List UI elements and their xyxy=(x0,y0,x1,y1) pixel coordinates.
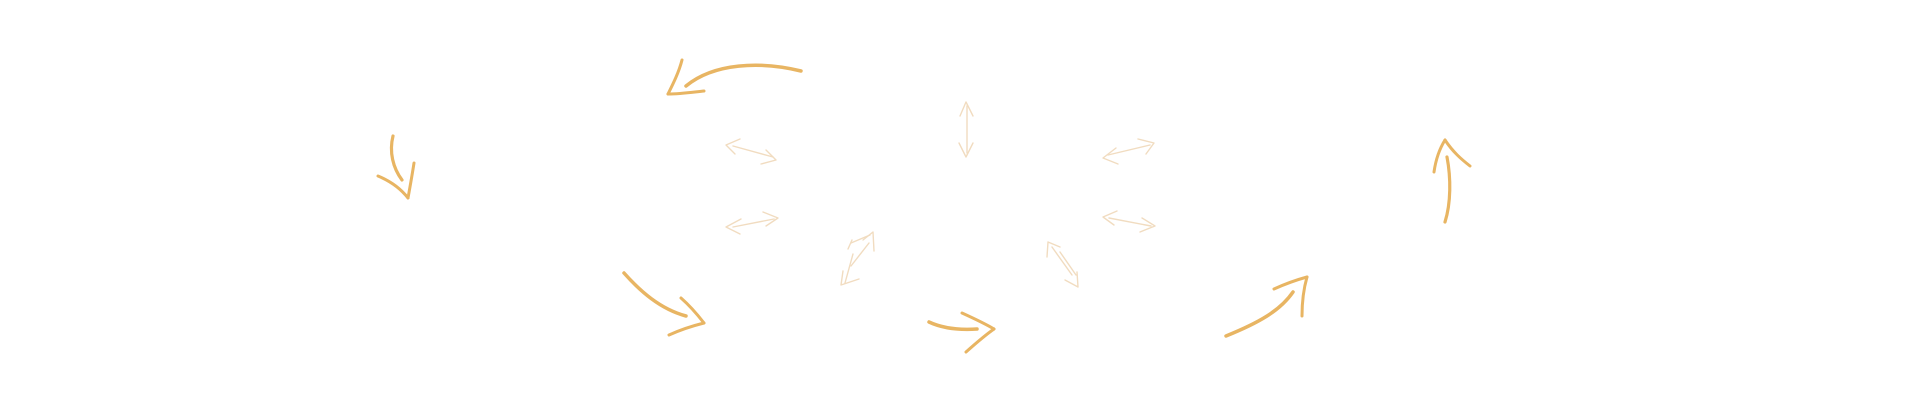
cycle-arrows-group xyxy=(376,58,1472,354)
cycle-arrow-right-up-icon xyxy=(1432,138,1472,224)
connector-upper-left-icon xyxy=(725,138,777,165)
connector-upper-right-icon xyxy=(1102,138,1155,165)
connector-arrows-group xyxy=(725,101,1156,288)
cycle-arrow-bottom-right-icon xyxy=(1224,275,1309,338)
connector-top-center-icon xyxy=(958,101,974,158)
connector-lower-left-icon xyxy=(840,231,875,286)
connector-middle-left-icon xyxy=(725,211,779,235)
connector-middle-right-icon xyxy=(1102,210,1156,233)
cycle-arrow-bottom-left-icon xyxy=(622,271,706,337)
cycle-arrow-bottom-center-icon xyxy=(927,311,996,354)
connector-lower-right-icon xyxy=(1046,241,1079,288)
cycle-arrow-left-down-icon xyxy=(376,134,416,200)
cycle-arrow-top-left-icon xyxy=(666,58,803,96)
